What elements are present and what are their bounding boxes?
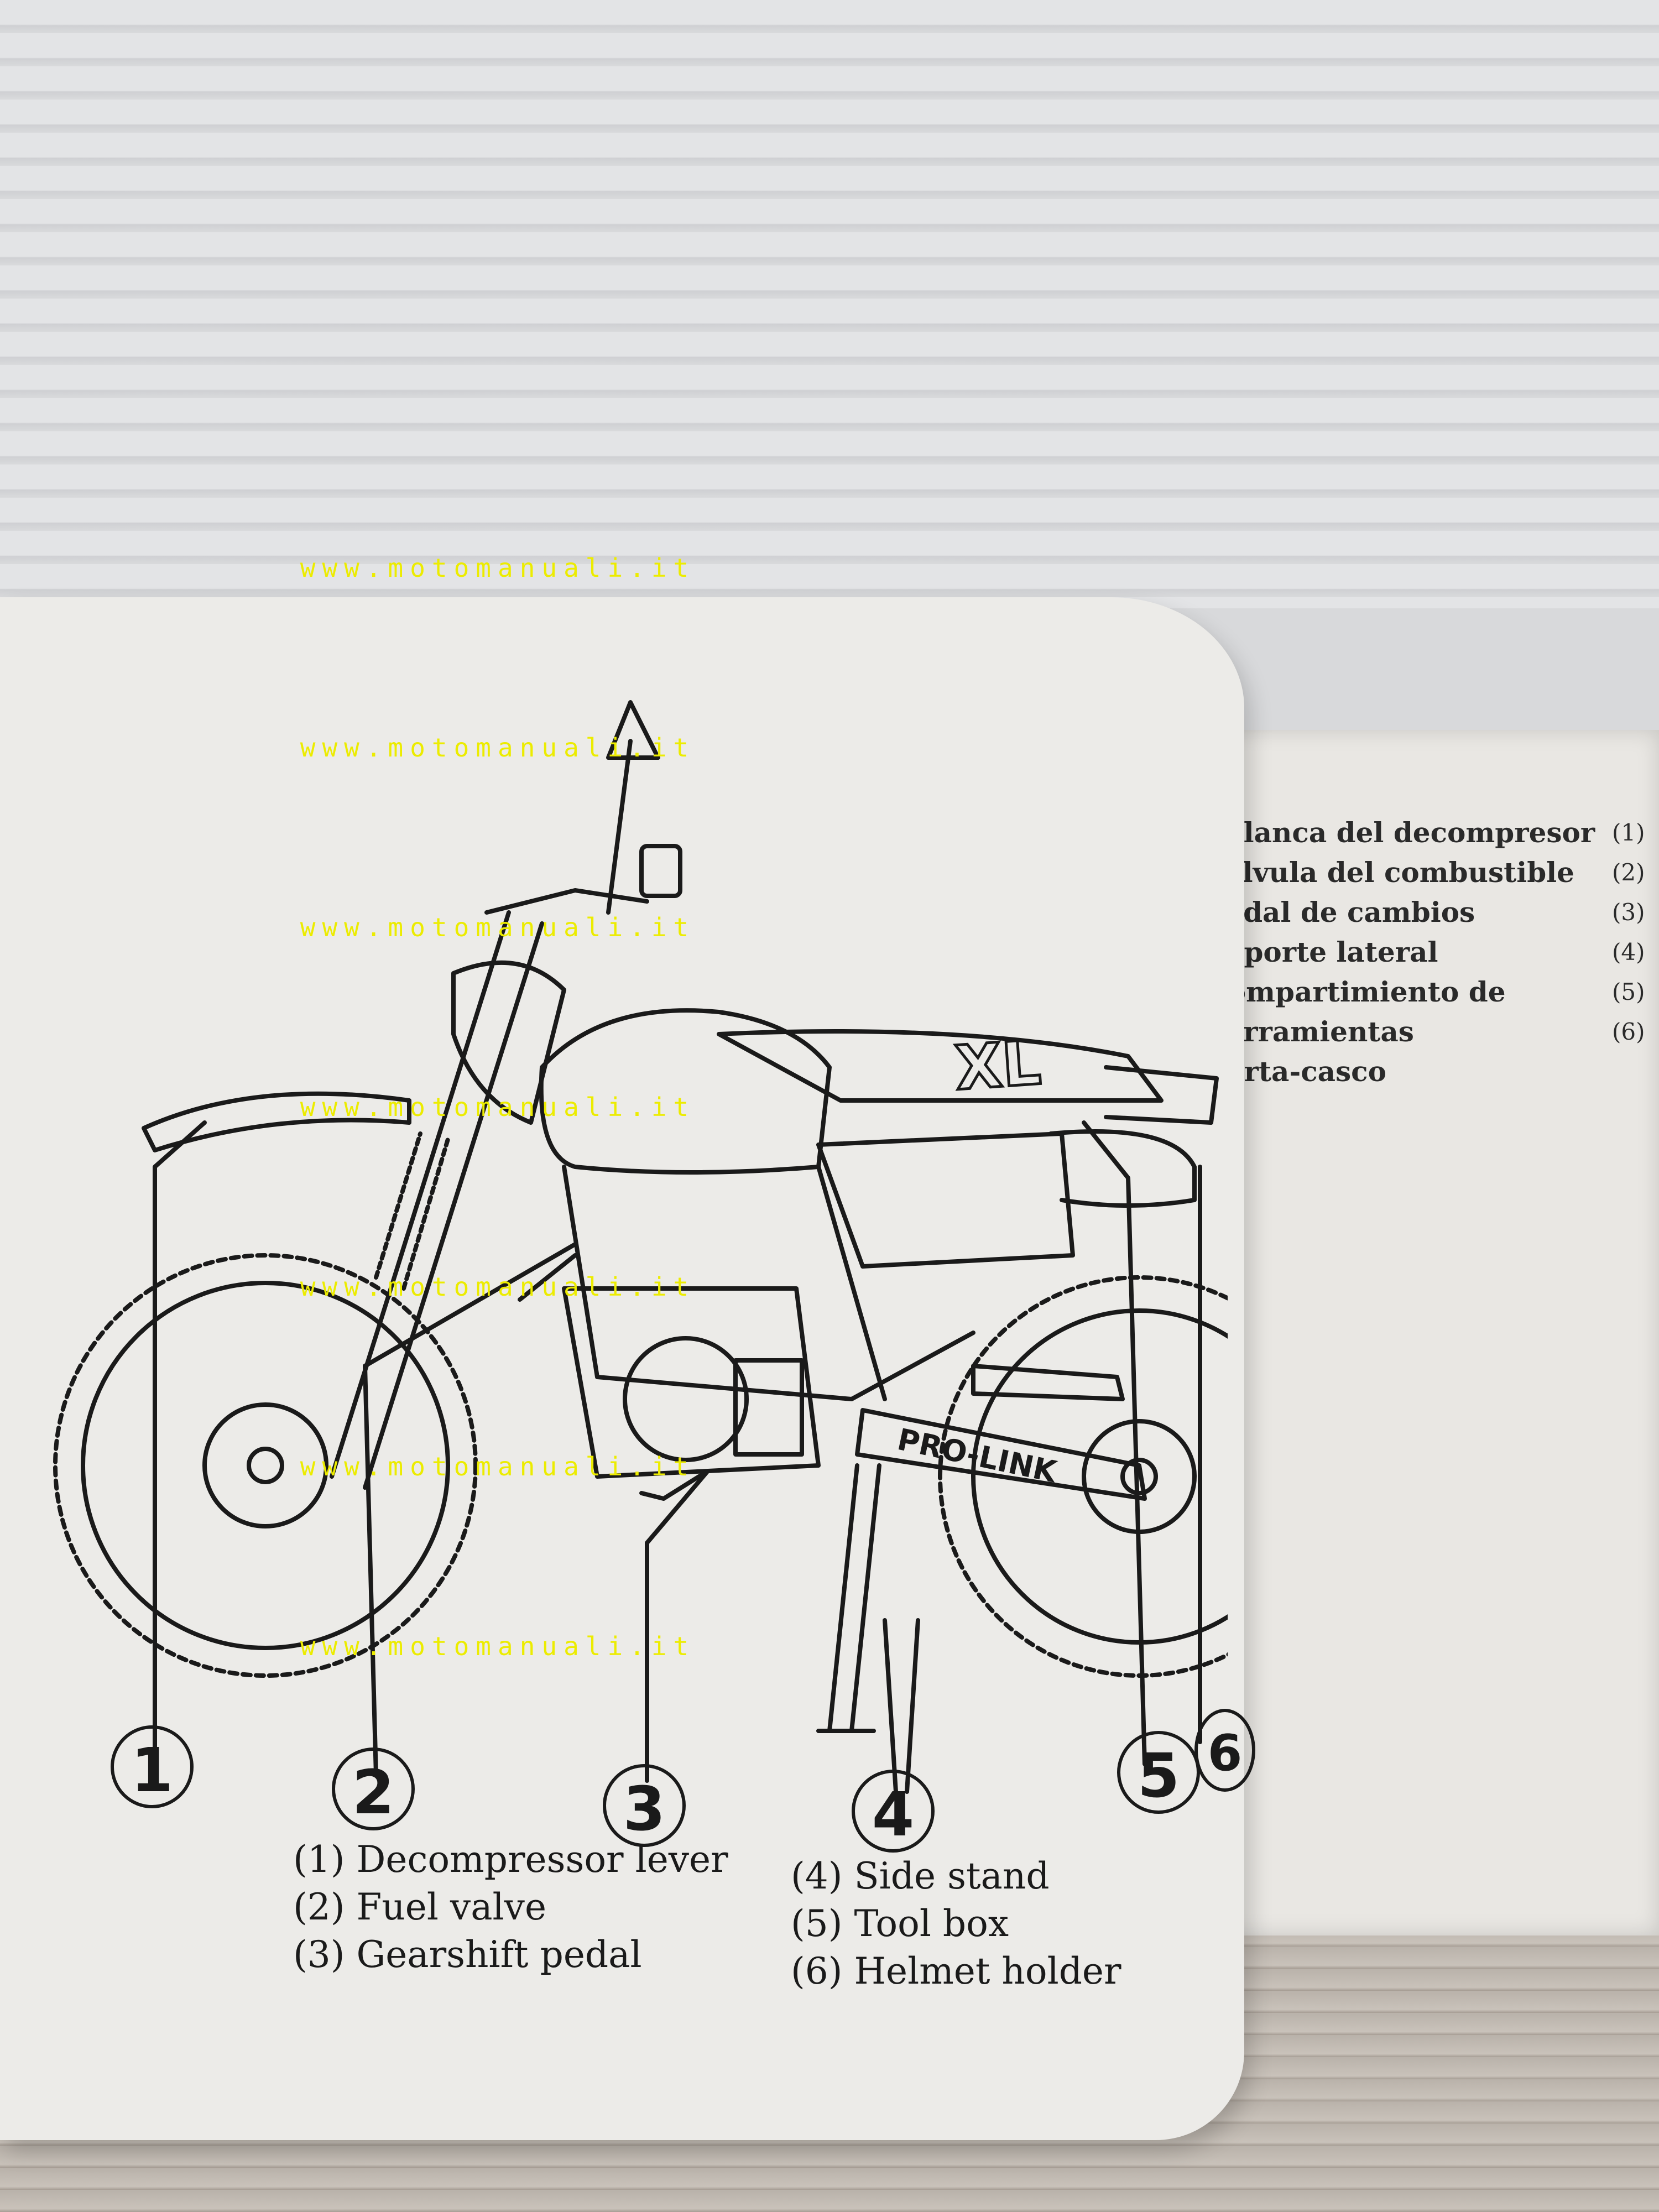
legend-item-2: (2) Fuel valve <box>293 1886 547 1928</box>
legend-right: (4) Side stand (5) Tool box (6) Helmet h… <box>791 1853 1121 1995</box>
legend-item-3: (3) Gearshift pedal <box>293 1933 642 1976</box>
right-item-2: Válvula del combustible <box>1206 856 1574 889</box>
callout-2: 2 <box>332 1747 415 1830</box>
rear-tire <box>938 1275 1228 1678</box>
right-num-6: (6) <box>1612 1018 1645 1045</box>
engine <box>562 1286 821 1479</box>
legend-item-1: (1) Decompressor lever <box>293 1838 728 1881</box>
front-rim <box>81 1281 450 1650</box>
leader-4 <box>883 1618 920 1794</box>
callout-6: 6 <box>1194 1709 1255 1792</box>
leader-1 <box>153 1120 207 1750</box>
gearshift-pedal <box>639 1469 710 1501</box>
exhaust <box>1048 1129 1197 1208</box>
mirror-stem <box>606 739 633 915</box>
front-tire <box>53 1253 478 1678</box>
motorcycle-illustration: XL PRO-LINK <box>53 700 1228 1794</box>
chain-guard <box>971 1364 1125 1401</box>
watermark-7: www.motomanuali.it <box>300 1631 696 1661</box>
legend-item-5: (5) Tool box <box>791 1902 1009 1945</box>
legend-item-4: (4) Side stand <box>791 1855 1050 1897</box>
side-stand <box>816 1463 881 1733</box>
callout-5: 5 <box>1117 1731 1200 1814</box>
swingarm <box>855 1408 1147 1501</box>
front-disc <box>202 1402 328 1528</box>
watermark-3: www.motomanuali.it <box>300 912 696 942</box>
watermark-2: www.motomanuali.it <box>300 733 696 763</box>
right-item-5: Compartimiento de <box>1206 975 1506 1008</box>
right-item-1: Palanca del decompresor <box>1206 816 1595 849</box>
front-fork <box>330 910 544 1490</box>
right-item-4: Soporte lateral <box>1206 936 1438 968</box>
right-item-6: herramientas <box>1206 1015 1414 1048</box>
right-num-2: (2) <box>1612 859 1645 886</box>
watermark-5: www.motomanuali.it <box>300 1272 696 1302</box>
rear-rack <box>1104 1065 1219 1125</box>
watermark-1: www.motomanuali.it <box>300 553 696 583</box>
tank-logo: XL <box>953 1027 1043 1103</box>
watermark-4: www.motomanuali.it <box>300 1092 696 1122</box>
front-fender <box>142 1091 411 1152</box>
right-page-list: Palanca del decompresor Válvula del comb… <box>1206 813 1595 1092</box>
callout-4: 4 <box>852 1770 935 1853</box>
handlebar <box>484 888 649 915</box>
frame <box>518 1165 975 1401</box>
leader-3 <box>645 1469 710 1783</box>
right-num-3: (3) <box>1612 899 1645 926</box>
right-page <box>1194 730 1659 1936</box>
side-cover <box>816 1131 1075 1269</box>
mirror <box>606 700 660 760</box>
right-num-5: (5) <box>1612 978 1645 1005</box>
legend-item-6: (6) Helmet holder <box>791 1950 1121 1992</box>
leader-5 <box>1082 1120 1147 1766</box>
right-item-3: Pedal de cambios <box>1206 896 1475 928</box>
watermark-6: www.motomanuali.it <box>300 1452 696 1481</box>
fuel-tank <box>539 1008 832 1175</box>
seat <box>717 1029 1164 1103</box>
background-panel <box>0 0 1659 608</box>
callout-1: 1 <box>111 1725 194 1808</box>
callout-3: 3 <box>603 1764 686 1847</box>
legend-left: (1) Decompressor lever (2) Fuel valve (3… <box>293 1836 728 1979</box>
right-page-numbers: (1) (2) (3) (4) (5) (6) <box>1612 813 1645 1052</box>
right-num-1: (1) <box>1612 819 1645 846</box>
clutch-cover <box>623 1336 749 1462</box>
number-plate <box>451 960 566 1125</box>
leader-2 <box>363 1242 577 1777</box>
right-item-7: Porta-casco <box>1206 1055 1386 1088</box>
right-num-4: (4) <box>1612 938 1645 966</box>
